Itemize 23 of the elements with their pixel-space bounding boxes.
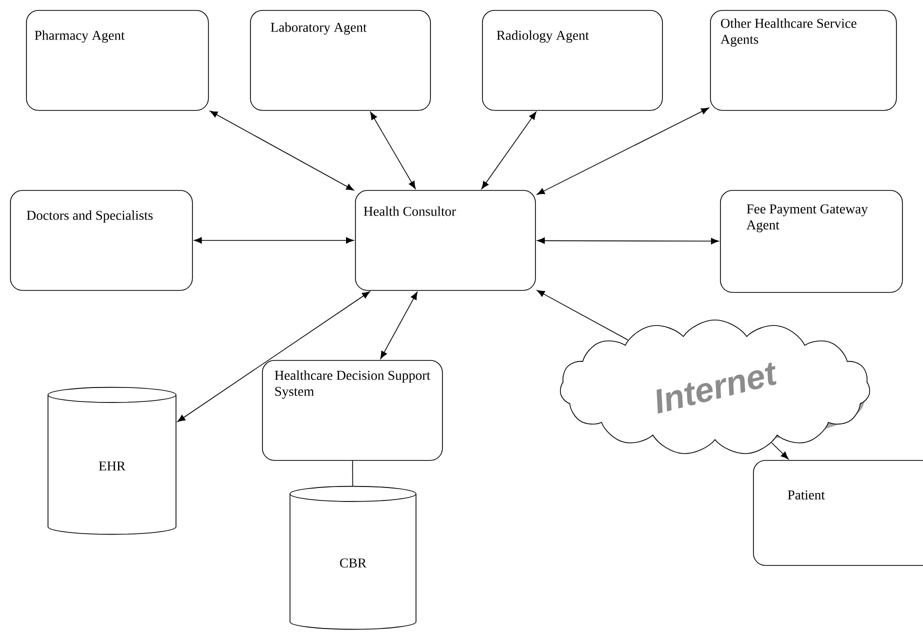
arrow <box>210 110 354 191</box>
arrow <box>536 290 628 340</box>
process-box: Radiology Agent <box>482 10 663 111</box>
process-box: Laboratory Agent <box>250 10 431 111</box>
arrow <box>481 112 536 190</box>
process-box: Healthcare Decision Support System <box>262 360 443 461</box>
process-box: Patient <box>753 460 923 566</box>
arrow <box>771 442 789 460</box>
arrow <box>380 292 418 359</box>
arrow <box>177 291 370 422</box>
process-box: Pharmacy Agent <box>26 10 209 111</box>
arrow <box>370 112 416 190</box>
process-box: Other Healthcare Service Agents <box>710 10 897 111</box>
database-cylinder: EHR <box>48 386 176 535</box>
arrow <box>537 237 719 244</box>
arrow <box>536 108 709 195</box>
database-cylinder: CBR <box>290 486 416 630</box>
process-box: Health Consultor <box>355 190 536 291</box>
process-box: Fee Payment Gateway Agent <box>720 190 903 293</box>
connector-line <box>352 460 354 486</box>
internet-cloud: Internet <box>560 320 870 454</box>
process-box: Doctors and Specialists <box>10 190 193 291</box>
arrow <box>194 237 354 244</box>
